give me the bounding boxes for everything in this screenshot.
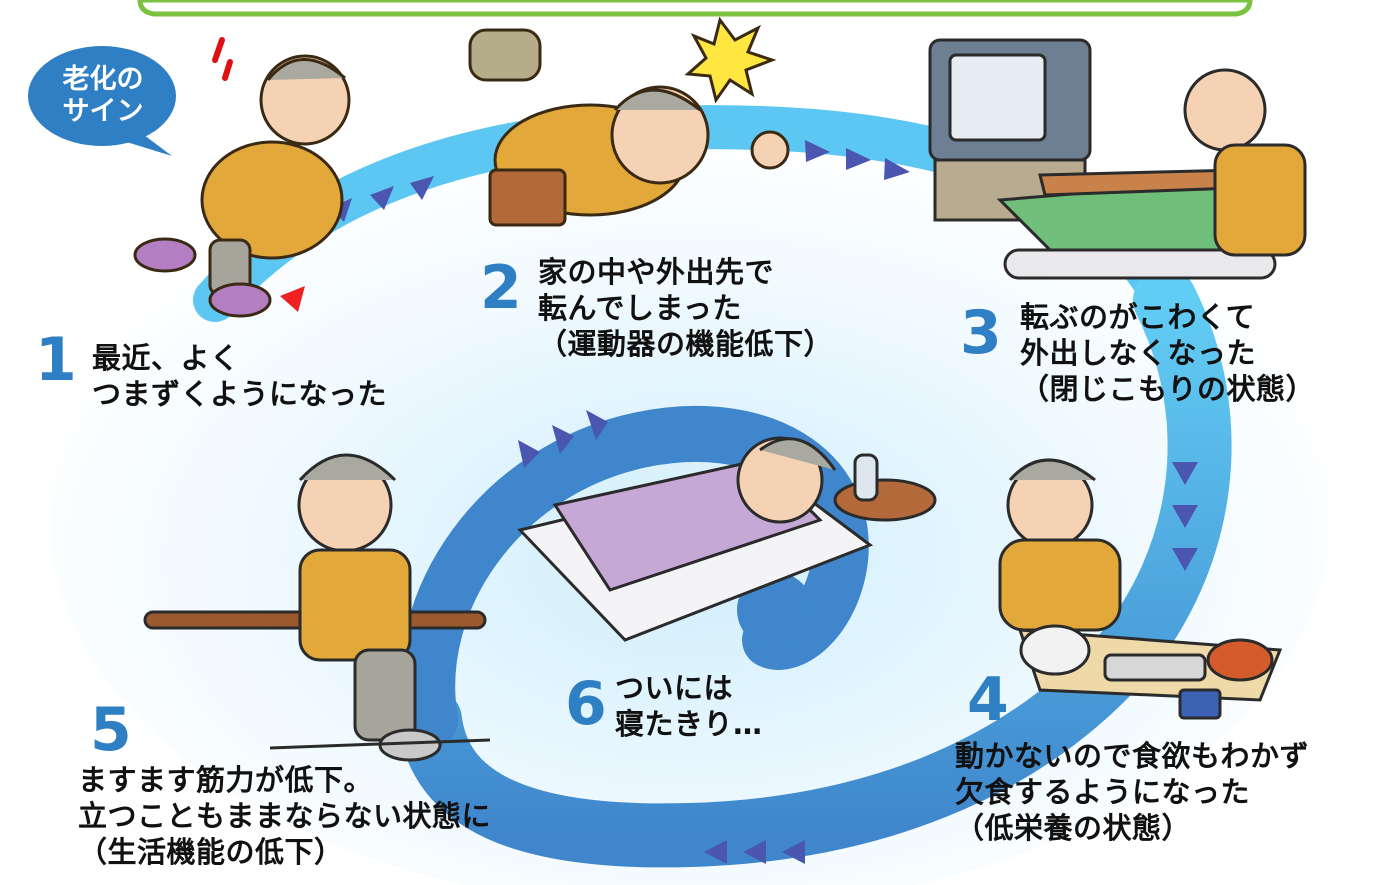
step-3-line: 転ぶのがこわくて — [1020, 300, 1256, 334]
step-3-text: 転ぶのがこわくて 外出しなくなった （閉じこもりの状態） — [1020, 299, 1315, 407]
step-3-number: 3 — [960, 298, 1002, 368]
step-2-number: 2 — [480, 253, 522, 323]
step-2-text: 家の中や外出先で 転んでしまった （運動器の機能低下） — [538, 254, 833, 362]
step-1-line: 最近、よく — [92, 341, 240, 375]
arrow-icon — [518, 440, 540, 468]
falling-elderly-illustration — [468, 16, 790, 227]
step-5-number: 5 — [90, 695, 132, 765]
arrow-icon — [782, 840, 805, 864]
aging-sign-badge — [28, 46, 176, 156]
step-4-text: 動かないので食欲もわかず 欠食するようになった （低栄養の状態） — [955, 738, 1309, 846]
step-1-number: 1 — [35, 325, 77, 395]
step-6-line: ついには — [615, 671, 734, 705]
arrow-icon — [743, 840, 766, 864]
stumbling-elderly-illustration — [133, 37, 351, 318]
aging-sign-badge-label: 老化の サイン — [28, 64, 178, 128]
arrow-icon — [1172, 462, 1198, 485]
step-4-line: 欠食するようになった — [955, 775, 1251, 809]
step-5-line: （生活機能の低下） — [78, 835, 344, 869]
step-6-line: 寝たきり… — [615, 707, 763, 741]
homebound-tv-illustration — [928, 38, 1307, 280]
step-2-line: （運動器の機能低下） — [538, 327, 834, 361]
step-2-line: 転んでしまった — [538, 291, 742, 325]
arrow-icon — [846, 148, 871, 170]
step-4-line: （低栄養の状態） — [955, 811, 1192, 845]
step-5-text: ますます筋力が低下。 立つこともままならない状態に （生活機能の低下） — [78, 762, 491, 870]
handrail-elderly-illustration — [143, 453, 491, 762]
step-5-line: 立つこともままならない状態に — [78, 799, 492, 833]
step-6-text: ついには 寝たきり… — [615, 670, 763, 742]
step-4-line: 動かないので食欲もわかず — [955, 739, 1310, 773]
step-3-line: 外出しなくなった — [1020, 336, 1257, 370]
arrow-icon — [805, 140, 830, 162]
arrow-icon — [1172, 505, 1198, 528]
arrow-icon — [1172, 548, 1198, 571]
badge-line-1: 老化の — [62, 64, 144, 95]
step-2-line: 家の中や外出先で — [538, 255, 775, 289]
arrow-icon — [552, 425, 574, 454]
step-1-line: つまずくようになった — [92, 377, 388, 411]
arrow-icon — [410, 176, 434, 200]
direction-arrows — [330, 140, 1198, 864]
arrow-icon — [704, 840, 727, 864]
arrow-icon — [884, 158, 910, 180]
poor-appetite-meal-illustration — [998, 458, 1283, 720]
arrow-icon — [370, 186, 394, 210]
step-1-text: 最近、よく つまずくようになった — [92, 340, 387, 412]
arrow-icon — [586, 410, 608, 440]
step-3-line: （閉じこもりの状態） — [1020, 372, 1316, 406]
step-4-number: 4 — [967, 665, 1009, 735]
top-banner-bar — [137, 0, 1253, 17]
step-5-line: ますます筋力が低下。 — [78, 763, 374, 797]
badge-line-2: サイン — [62, 96, 144, 127]
bedridden-elderly-illustration — [517, 436, 937, 642]
step-6-number: 6 — [565, 669, 607, 739]
